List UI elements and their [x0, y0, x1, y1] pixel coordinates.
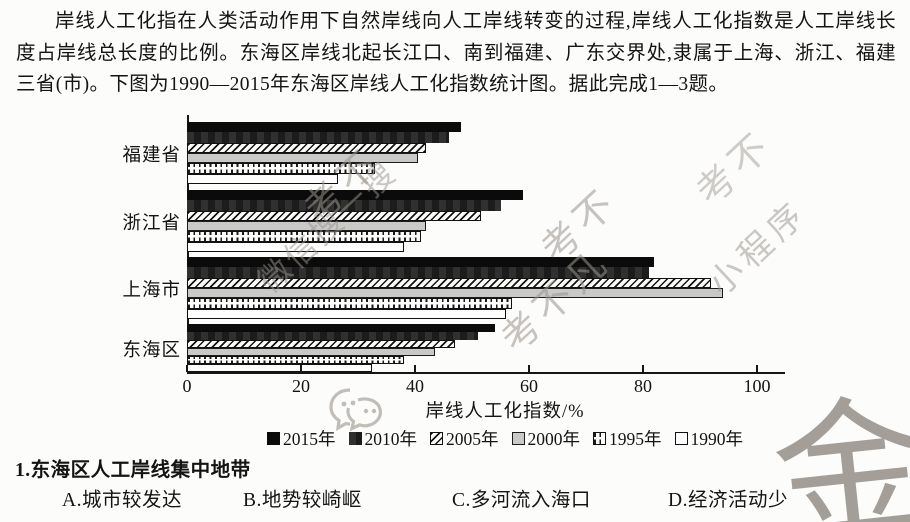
- bar-福建省-2005年: [187, 142, 427, 153]
- bar-东海区-2010年: [187, 332, 478, 340]
- legend-swatch-1990年: [674, 432, 688, 445]
- legend-label: 2010年: [364, 429, 418, 449]
- option-d: D.经济活动少: [668, 490, 788, 511]
- legend-item-2000年: 2000年: [511, 426, 581, 451]
- legend-item-1990年: 1990年: [674, 426, 744, 451]
- bar-上海市-2015年: [187, 257, 655, 268]
- intro-paragraph: 岸线人工化指在人类活动作用下自然岸线向人工岸线转变的过程,岸线人工化指数是人工岸…: [16, 11, 896, 96]
- bar-东海区-1990年: [187, 364, 373, 372]
- legend-swatch-1995年: [593, 432, 606, 445]
- bar-浙江省-2005年: [187, 210, 481, 221]
- bar-福建省-2010年: [187, 132, 450, 143]
- legend-swatch-2015年: [267, 432, 280, 445]
- legend-item-2015年: 2015年: [267, 426, 336, 451]
- bar-浙江省-2010年: [187, 200, 501, 211]
- bar-东海区-1995年: [187, 356, 404, 364]
- question-stem: 1.东海区人工岸线集中地带: [15, 460, 251, 481]
- legend-label: 2000年: [527, 429, 581, 449]
- bar-浙江省-1995年: [187, 231, 421, 242]
- legend-label: 2005年: [446, 429, 499, 449]
- legend-item-2010年: 2010年: [348, 426, 418, 451]
- category-label-浙江省: 浙江省: [122, 214, 181, 234]
- legend-item-1995年: 1995年: [593, 426, 662, 451]
- bar-上海市-2010年: [187, 267, 649, 278]
- x-tick-label-100: 100: [743, 376, 771, 396]
- category-label-东海区: 东海区: [122, 341, 181, 361]
- x-axis-title: 岸线人工化指数/%: [425, 402, 585, 422]
- bar-浙江省-1990年: [187, 241, 404, 252]
- x-tick-80: [642, 365, 644, 372]
- chart-legend: 2015年 2010年 2005年 2000年 1995年 1990年: [200, 426, 810, 451]
- bar-上海市-2000年: [187, 288, 723, 299]
- bar-东海区-2005年: [187, 340, 455, 348]
- x-tick-label-80: 80: [634, 376, 652, 396]
- bar-福建省-2000年: [187, 153, 418, 164]
- x-tick-60: [528, 365, 530, 372]
- legend-label: 1990年: [690, 429, 744, 449]
- legend-swatch-2005年: [430, 432, 443, 445]
- bar-上海市-2005年: [187, 277, 712, 288]
- bar-上海市-1995年: [187, 298, 512, 309]
- x-tick-label-60: 60: [520, 376, 538, 396]
- bar-东海区-2000年: [187, 348, 435, 356]
- option-a: A.城市较发达: [62, 490, 182, 511]
- category-label-福建省: 福建省: [122, 146, 181, 166]
- bar-浙江省-2015年: [187, 190, 524, 201]
- option-c: C.多河流入海口: [452, 490, 591, 511]
- x-tick-40: [414, 365, 416, 372]
- x-tick-0: [186, 365, 188, 372]
- option-b: B.地势较崎岖: [243, 490, 362, 511]
- legend-swatch-2000年: [511, 432, 525, 445]
- bar-福建省-1990年: [187, 173, 339, 184]
- bar-浙江省-2000年: [187, 221, 427, 232]
- category-label-上海市: 上海市: [122, 281, 181, 301]
- x-tick-label-0: 0: [182, 376, 192, 396]
- bar-东海区-2015年: [187, 324, 495, 332]
- x-axis-line: [187, 372, 785, 374]
- bar-福建省-2015年: [187, 122, 461, 133]
- legend-label: 2015年: [283, 429, 336, 449]
- bar-福建省-1995年: [187, 163, 376, 174]
- x-tick-label-20: 20: [292, 376, 310, 396]
- x-tick-100: [756, 365, 758, 372]
- x-tick-label-40: 40: [406, 376, 424, 396]
- bar-上海市-1990年: [187, 308, 507, 319]
- x-tick-20: [300, 365, 302, 372]
- legend-label: 1995年: [609, 429, 662, 449]
- legend-swatch-2010年: [348, 432, 362, 445]
- legend-item-2005年: 2005年: [430, 426, 499, 451]
